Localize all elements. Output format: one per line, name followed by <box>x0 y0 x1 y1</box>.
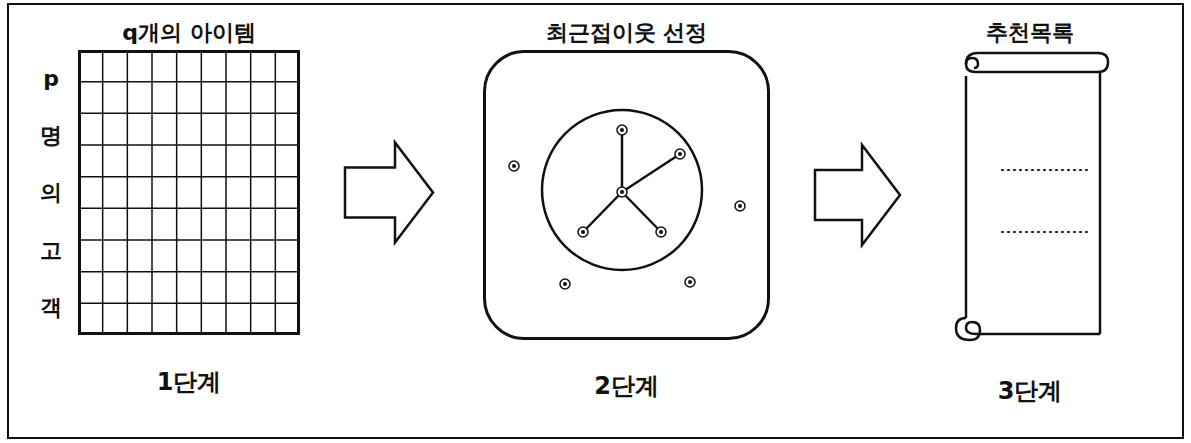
neighbor-point-core <box>620 190 624 194</box>
grid-line <box>78 239 300 241</box>
neighbor-point <box>509 161 519 171</box>
list-entry-dots <box>1002 231 1090 233</box>
scroll-side <box>965 76 968 318</box>
neighbor-point <box>617 187 627 197</box>
neighbor-point-core <box>688 280 692 284</box>
block-arrow <box>815 145 900 245</box>
neighbor-point <box>735 201 745 211</box>
neighbor-point-core <box>581 230 585 234</box>
neighbor-point <box>617 125 627 135</box>
grid-line <box>78 208 300 210</box>
grid-line <box>127 50 129 335</box>
grid-line <box>102 50 104 335</box>
shape-row: p명의고객 <box>40 50 300 336</box>
stage-title: 최근접이웃 선정 <box>546 18 708 48</box>
neighbor-point <box>675 149 685 159</box>
customer-item-matrix <box>78 50 300 335</box>
neighbor-link <box>622 154 680 192</box>
neighbor-point-core <box>678 152 682 156</box>
neighbor-link <box>621 130 624 192</box>
shape-row <box>950 50 1110 345</box>
neighbor-point <box>656 227 666 237</box>
neighbor-node: 최근접이웃 선정 2단계 <box>483 18 770 402</box>
shape-area <box>78 50 300 335</box>
grid-line <box>201 50 203 335</box>
neighborhood-circle <box>542 110 702 270</box>
neighbor-point-core <box>512 164 516 168</box>
neighbor-point-core <box>563 282 567 286</box>
frame-border <box>8 4 1183 438</box>
neighbor-point-core <box>659 230 663 234</box>
scroll-top-curl <box>966 58 978 72</box>
grid-line <box>151 50 153 335</box>
title-area: q개의 아이템 <box>78 18 300 50</box>
scroll-top-roll <box>966 53 1108 72</box>
shape-outline <box>950 50 1110 345</box>
scroll-side <box>1099 72 1102 334</box>
shape-outline <box>483 50 770 340</box>
grid-line <box>78 81 300 83</box>
grid-border <box>80 52 299 334</box>
grid-line <box>250 50 252 335</box>
axis-label: p명의고객 <box>40 50 62 336</box>
block-arrow <box>345 143 433 243</box>
neighbor-space <box>485 52 769 339</box>
grid-line <box>275 50 277 335</box>
neighbor-point-core <box>738 204 742 208</box>
grid-line <box>78 113 300 115</box>
neighbor-point <box>578 227 588 237</box>
stage-label-area: 1단계 <box>78 366 300 398</box>
shape-area <box>950 50 1110 345</box>
shape-outline <box>78 50 300 335</box>
grid-line <box>78 176 300 178</box>
rounded-box <box>485 52 769 339</box>
neighbor-point-core <box>620 128 624 132</box>
scroll-list <box>956 53 1108 340</box>
scroll-bottom-curl <box>956 318 980 340</box>
title-area: 최근접이웃 선정 <box>483 18 770 50</box>
grid-line <box>78 303 300 305</box>
stage-label-area: 2단계 <box>483 370 770 402</box>
stage-label: 3단계 <box>998 375 1063 407</box>
stage-title: 추천목록 <box>986 18 1074 48</box>
shape-row <box>483 50 770 340</box>
list-entry-dots <box>1002 169 1090 171</box>
stage-label: 1단계 <box>157 366 222 398</box>
stage-label-area: 3단계 <box>950 375 1110 407</box>
grid-line <box>176 50 178 335</box>
neighbor-link <box>622 192 661 232</box>
stage-title: q개의 아이템 <box>122 18 255 48</box>
grid-line <box>78 144 300 146</box>
shape-area <box>483 50 770 340</box>
scroll-bottom-edge <box>976 333 1100 336</box>
grid-line <box>78 271 300 273</box>
stage-label: 2단계 <box>594 370 659 402</box>
neighbor-point <box>685 277 695 287</box>
grid-line <box>225 50 227 335</box>
neighbor-point <box>560 279 570 289</box>
title-area: 추천목록 <box>950 18 1110 50</box>
side-area: p명의고객 <box>40 50 62 336</box>
neighbor-link <box>583 192 622 232</box>
list-node: 추천목록 3단계 <box>950 18 1110 407</box>
matrix-node: q개의 아이템 p명의고객 1단계 <box>40 18 300 398</box>
